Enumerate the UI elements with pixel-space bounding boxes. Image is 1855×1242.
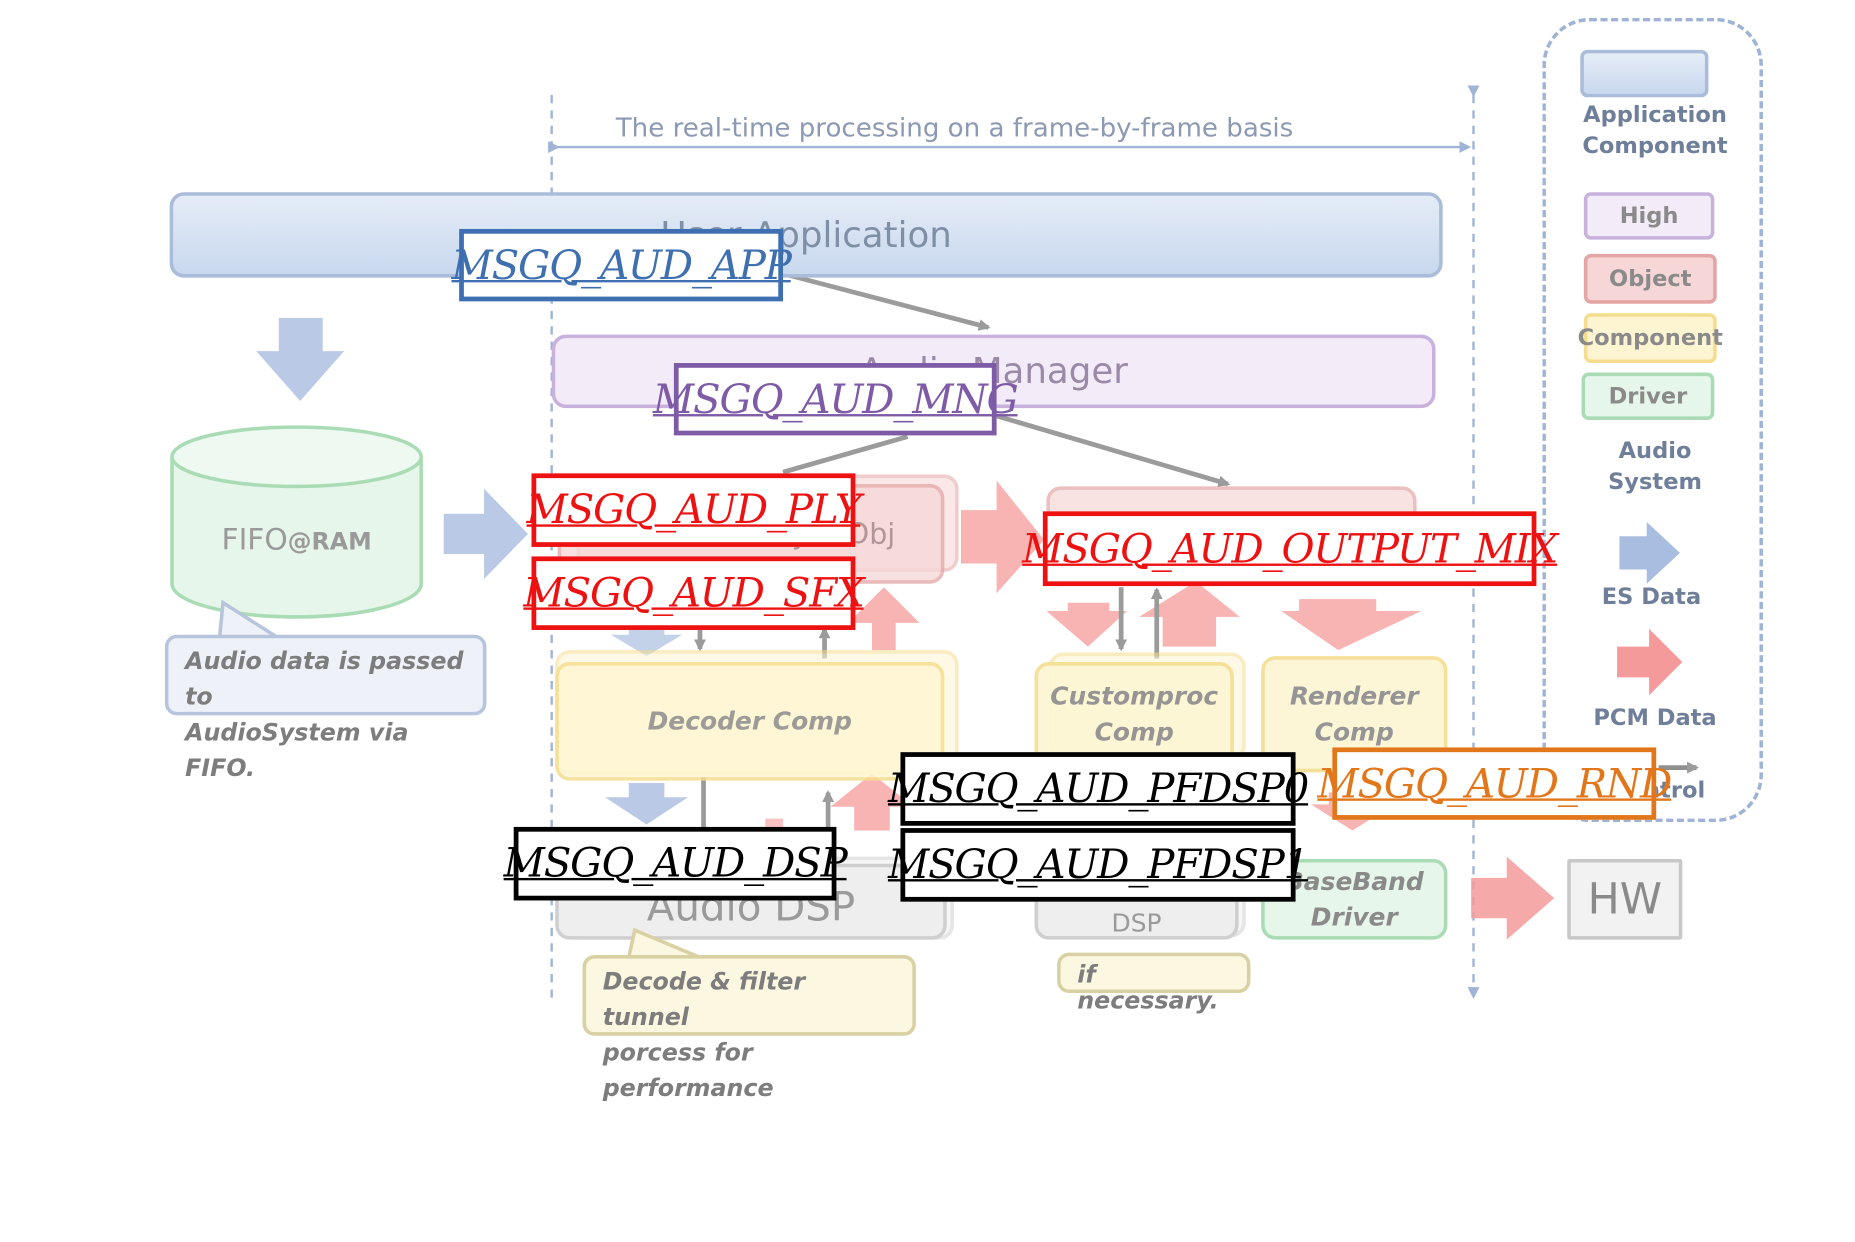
fifo-note-line-2: AudioSystem via FIFO.: [185, 717, 409, 782]
decoder-comp-block[interactable]: Decoder Comp: [555, 662, 945, 781]
legend-object: Object: [1583, 253, 1717, 304]
legend-high: High: [1583, 192, 1715, 240]
user-application-block[interactable]: User Application: [169, 192, 1443, 278]
dsp-label: DSP: [1111, 908, 1162, 938]
legend-high-label: High: [1619, 202, 1679, 229]
pcm-arrow-mix-to-renderer: [1281, 599, 1422, 651]
legend-application-line-2: Component: [1582, 132, 1728, 159]
es-arrow-app-to-fifo: [256, 317, 345, 402]
dsp-note-line-2: porcess for performance: [602, 1038, 774, 1103]
hw-label: HW: [1587, 874, 1662, 924]
fifo-label[interactable]: FIFO@RAM: [172, 522, 421, 556]
control-arrow-mng-to-player: [782, 434, 909, 475]
fifo-note-line-1: Audio data is passed to: [185, 646, 464, 711]
legend-audio-system-line-2: System: [1608, 468, 1702, 495]
fifo-label-main: FIFO: [221, 522, 288, 557]
pcm-arrow-dsp-to-decoder: [830, 773, 914, 831]
msgq-aud-ply[interactable]: MSGQ_AUD_PLY: [527, 473, 862, 547]
legend-pcm-data-label: PCM Data: [1593, 704, 1717, 731]
legend-application-line-1: Application: [1583, 102, 1727, 129]
legend-component: Component: [1578, 313, 1723, 364]
fifo-label-suffix: @RAM: [287, 526, 372, 556]
es-arrow-decoder-to-dsp: [605, 783, 689, 825]
legend-application-label: Application Component: [1572, 100, 1738, 162]
control-arrow-mng-to-mix: [993, 412, 1231, 488]
hw-block[interactable]: HW: [1567, 858, 1683, 940]
legend-component-label: Component: [1577, 325, 1723, 352]
msgq-aud-rnd[interactable]: MSGQ_AUD_RND: [1317, 747, 1672, 820]
necessary-note-text: if necessary.: [1077, 959, 1219, 1015]
legend-driver-label: Driver: [1608, 383, 1688, 410]
legend-application-swatch: [1580, 49, 1709, 98]
control-arrow-app-to-mng: [788, 272, 991, 331]
dsp-note-callout: Decode & filter tunnel porcess for perfo…: [582, 955, 916, 1102]
frame-caption: The real-time processing on a frame-by-f…: [615, 113, 1294, 144]
customproc-comp-line-2: Comp: [1094, 717, 1174, 747]
legend-audio-system-line-1: Audio: [1618, 437, 1692, 464]
msgq-aud-app[interactable]: MSGQ_AUD_APP: [451, 228, 792, 302]
dsp-note-line-1: Decode & filter tunnel: [602, 966, 806, 1031]
es-arrow-player-to-decoder: [610, 622, 683, 657]
baseband-driver-line-1: BaseBand: [1284, 867, 1424, 896]
es-arrow-fifo-to-player: [443, 488, 528, 579]
pcm-arrow-player-to-mix: [960, 480, 1045, 594]
pcm-arrow-mix-to-customproc: [1046, 602, 1128, 647]
renderer-comp-line-1: Renderer: [1289, 682, 1419, 711]
pcm-arrow-driver-to-hw: [1471, 856, 1555, 940]
legend-audio-system-label: Audio System: [1572, 435, 1738, 497]
customproc-comp-block[interactable]: Customproc Comp: [1034, 662, 1234, 767]
msgq-aud-mng[interactable]: MSGQ_AUD_MNG: [653, 363, 1019, 436]
fifo-note-callout: Audio data is passed to AudioSystem via …: [164, 634, 487, 782]
msgq-aud-sfx[interactable]: MSGQ_AUD_SFX: [523, 556, 865, 630]
necessary-note-callout: if necessary.: [1057, 952, 1251, 1013]
legend-panel: [1542, 17, 1763, 823]
msgq-aud-dsp[interactable]: MSGQ_AUD_DSP: [504, 826, 848, 901]
msgq-aud-output-mix[interactable]: MSGQ_AUD_OUTPUT_MIX: [1022, 511, 1558, 587]
msgq-aud-pfdsp1[interactable]: MSGQ_AUD_PFDSP1: [888, 828, 1309, 902]
decoder-comp-label: Decoder Comp: [647, 707, 852, 736]
pcm-arrow-decoder-to-player: [848, 587, 920, 651]
msgq-aud-pfdsp0[interactable]: MSGQ_AUD_PFDSP0: [888, 752, 1309, 826]
legend-es-data-label: ES Data: [1601, 583, 1702, 610]
legend-object-label: Object: [1609, 265, 1692, 292]
legend-driver: Driver: [1581, 372, 1715, 420]
customproc-comp-line-1: Customproc: [1050, 682, 1219, 711]
baseband-driver-line-2: Driver: [1310, 902, 1398, 932]
pcm-arrow-customproc-to-mix: [1138, 581, 1240, 647]
renderer-comp-line-2: Comp: [1314, 717, 1394, 747]
